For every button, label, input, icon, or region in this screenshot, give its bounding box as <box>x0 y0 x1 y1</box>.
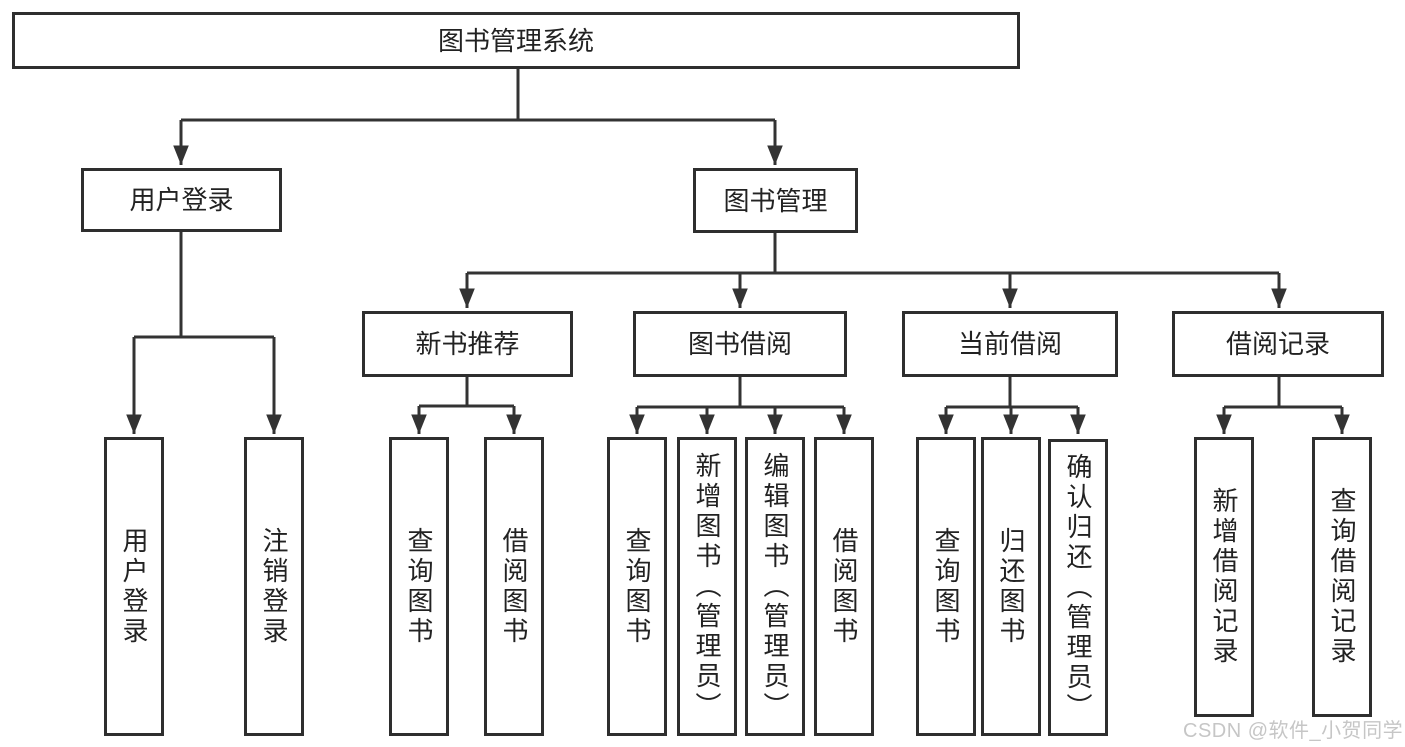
node-leaf-br-add-record: 新增借阅记录 <box>1194 437 1254 717</box>
node-leaf-cb-confirm-return: 确认归还（管理员） <box>1048 439 1108 736</box>
node-new-book-recommend: 新书推荐 <box>362 311 573 377</box>
node-leaf-bb-edit-book: 编辑图书（管理员） <box>745 437 805 736</box>
node-root-system: 图书管理系统 <box>12 12 1020 69</box>
node-leaf-bb-add-book: 新增图书（管理员） <box>677 437 737 736</box>
node-leaf-cb-query-book: 查询图书 <box>916 437 976 736</box>
node-leaf-nbr-query-book: 查询图书 <box>389 437 449 736</box>
node-book-borrow: 图书借阅 <box>633 311 847 377</box>
node-leaf-cb-return-book: 归还图书 <box>981 437 1041 736</box>
node-leaf-br-query-record: 查询借阅记录 <box>1312 437 1372 717</box>
node-current-borrow: 当前借阅 <box>902 311 1118 377</box>
node-leaf-user-login: 用户登录 <box>104 437 164 736</box>
node-book-management-branch: 图书管理 <box>693 168 858 233</box>
node-leaf-bb-borrow-book: 借阅图书 <box>814 437 874 736</box>
node-leaf-logout: 注销登录 <box>244 437 304 736</box>
node-leaf-nbr-borrow-book: 借阅图书 <box>484 437 544 736</box>
csdn-watermark: CSDN @软件_小贺同学 <box>1183 720 1404 742</box>
node-borrow-record: 借阅记录 <box>1172 311 1384 377</box>
node-leaf-bb-query-book: 查询图书 <box>607 437 667 736</box>
node-user-login-branch: 用户登录 <box>81 168 282 232</box>
